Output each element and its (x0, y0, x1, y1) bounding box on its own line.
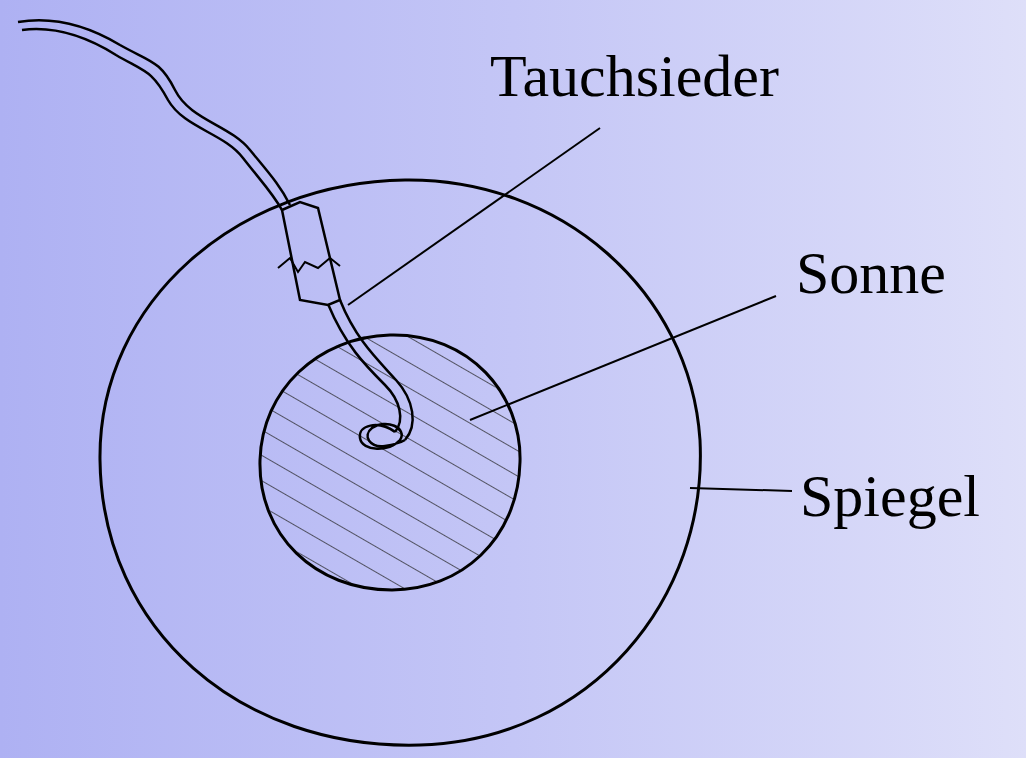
heater-grip (278, 258, 340, 272)
mirror-label: Spiegel (800, 466, 980, 526)
sun-hatching (250, 330, 530, 600)
heater-rod (328, 300, 413, 440)
heater-label: Tauchsieder (490, 46, 779, 106)
mirror-outline (100, 180, 700, 745)
leader-line (348, 128, 600, 305)
heater-cable (18, 20, 290, 210)
leader-line (470, 296, 776, 420)
heater-handle (282, 202, 340, 305)
sun-label: Sonne (796, 243, 946, 303)
leader-line (690, 488, 792, 491)
heater-coil (360, 424, 405, 449)
